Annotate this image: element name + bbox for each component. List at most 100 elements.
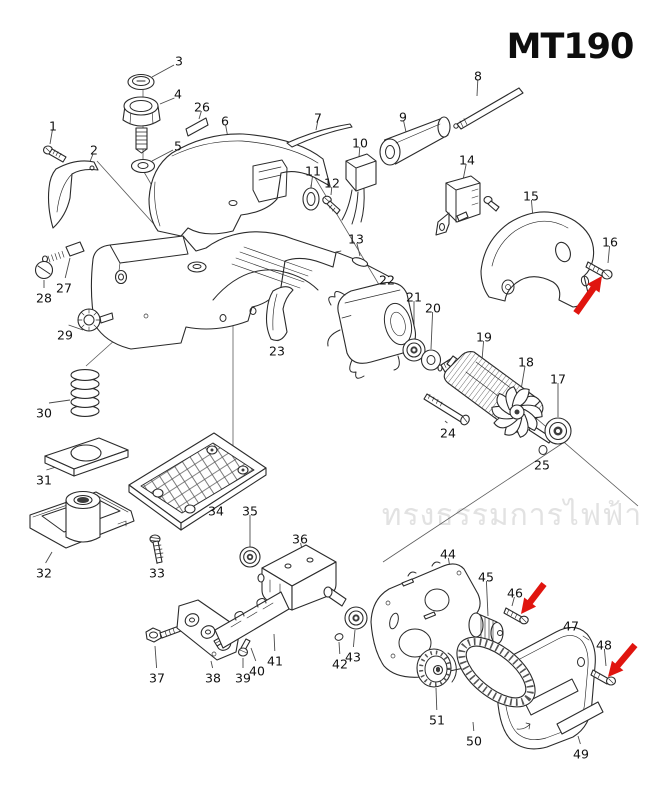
part-label-40: 40 <box>249 664 265 679</box>
part-label-3: 3 <box>175 54 183 69</box>
leader-line-19 <box>481 340 485 361</box>
part-43-ball-bearing-drawing <box>344 606 368 630</box>
part-label-32: 32 <box>36 566 52 581</box>
part-label-24: 24 <box>440 426 456 441</box>
part-51-pulley-drawing <box>416 648 457 688</box>
part-label-26: 26 <box>194 100 210 115</box>
part-label-2: 2 <box>90 143 98 158</box>
watermark-text: ทรงธรรมการไฟฟ้า <box>382 497 642 533</box>
leader-line-20 <box>430 311 434 350</box>
leader-line-50 <box>472 721 475 732</box>
leader-line-26 <box>198 110 202 120</box>
red-arrow-head-3 <box>608 660 624 677</box>
part-label-23: 23 <box>269 344 285 359</box>
part-8-rod-drawing <box>453 87 524 130</box>
leader-line-32 <box>45 551 53 564</box>
part-label-28: 28 <box>36 291 52 306</box>
part-13-lead-wire-drawing <box>335 250 389 277</box>
part-label-13: 13 <box>348 232 364 247</box>
part-25-ring-drawing <box>538 445 548 455</box>
red-arrow-head-2 <box>521 597 537 614</box>
part-28-knob-drawing <box>34 260 54 280</box>
part-29-thumb-knob-drawing <box>77 308 114 332</box>
leader-line-4 <box>159 97 175 105</box>
part-5-washer-drawing <box>130 158 156 174</box>
part-45-gear-drawing <box>468 612 504 645</box>
part-label-47: 47 <box>563 619 579 634</box>
part-label-43: 43 <box>345 650 361 665</box>
leader-line-42 <box>338 641 341 655</box>
part-48-screw-drawing <box>590 669 617 686</box>
part-2-chip-guard-drawing <box>47 160 99 229</box>
part-label-4: 4 <box>174 87 182 102</box>
part-label-15: 15 <box>523 189 539 204</box>
part-1-screw-drawing <box>42 145 67 163</box>
part-22-field-stator-drawing <box>327 281 417 379</box>
part-label-38: 38 <box>205 671 221 686</box>
leader-line-48 <box>603 648 607 667</box>
part-label-42: 42 <box>332 657 348 672</box>
part-label-20: 20 <box>425 301 441 316</box>
leader-line-16 <box>607 245 611 264</box>
leader-line-51 <box>435 687 438 711</box>
part-21-ball-bearing-drawing <box>402 338 426 362</box>
part-31-plate-drawing <box>44 437 129 477</box>
red-pointer-arrows <box>521 276 638 677</box>
part-7-blade-drawing <box>286 123 353 148</box>
leader-line-49 <box>577 735 581 745</box>
red-arrow-shaft-2 <box>526 582 547 606</box>
part-27-spring-pin-drawing <box>41 241 85 263</box>
leader-line-30 <box>48 399 71 404</box>
part-label-31: 31 <box>36 473 52 488</box>
part-35-ball-bearing-drawing <box>239 546 261 568</box>
leader-line-27 <box>64 257 71 279</box>
part-18-fan-drawing <box>491 386 543 438</box>
part-30-spring-drawing <box>70 369 100 417</box>
part-42-ring-drawing <box>334 633 344 641</box>
red-arrow-shaft-3 <box>613 642 638 670</box>
leader-line-14 <box>462 163 467 181</box>
leader-line-10 <box>358 146 361 158</box>
part-6-top-housing-drawing <box>148 133 331 237</box>
part-41-adjust-plate-drawing <box>214 591 290 649</box>
part-label-50: 50 <box>466 734 482 749</box>
part-4-knob-drawing <box>122 96 161 154</box>
main-housing-drawing <box>90 231 337 350</box>
part-label-36: 36 <box>292 532 308 547</box>
part-label-39: 39 <box>235 671 251 686</box>
part-label-8: 8 <box>474 69 482 84</box>
part-label-14: 14 <box>459 153 475 168</box>
part-label-22: 22 <box>379 273 395 288</box>
part-label-19: 19 <box>476 330 492 345</box>
part-label-5: 5 <box>174 139 182 154</box>
part-20-washer-drawing <box>420 349 442 371</box>
part-label-49: 49 <box>573 747 589 762</box>
part-label-33: 33 <box>149 566 165 581</box>
part-3-cap-drawing <box>127 73 155 91</box>
part-10-terminal-block-drawing <box>341 153 377 225</box>
part-14-switch-drawing <box>435 175 500 236</box>
leader-line-18 <box>520 365 526 391</box>
part-label-30: 30 <box>36 406 52 421</box>
part-label-37: 37 <box>149 671 165 686</box>
part-label-6: 6 <box>221 114 229 129</box>
part-9-grip-drawing <box>379 116 451 166</box>
part-label-9: 9 <box>399 110 407 125</box>
part-26-name-plate-drawing <box>185 117 209 137</box>
part-label-29: 29 <box>57 328 73 343</box>
leader-line-12 <box>330 186 333 196</box>
part-label-17: 17 <box>550 372 566 387</box>
part-23-grip-piece-drawing <box>265 286 294 341</box>
leader-line-45 <box>485 580 489 617</box>
part-16-screw-drawing <box>585 261 613 280</box>
part-34-base-plate-drawing <box>128 432 267 531</box>
part-label-18: 18 <box>518 355 534 370</box>
leader-line-29 <box>68 324 84 331</box>
leader-line-8 <box>476 79 479 97</box>
part-label-35: 35 <box>242 504 258 519</box>
part-label-16: 16 <box>602 235 618 250</box>
part-24-long-screw-drawing <box>423 393 470 426</box>
part-46-screw-drawing <box>503 607 529 625</box>
